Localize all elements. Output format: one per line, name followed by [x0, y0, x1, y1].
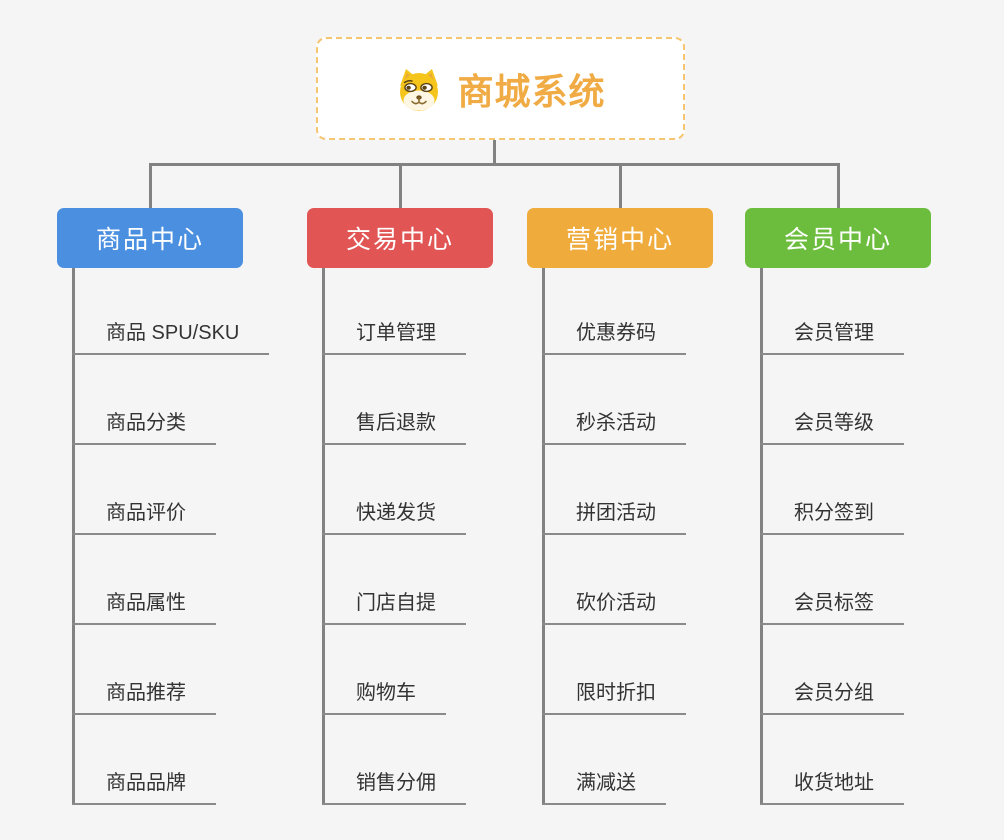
- subtopic-node[interactable]: 拼团活动: [542, 500, 686, 535]
- branch-drop-connector: [837, 163, 840, 208]
- branch-drop-connector: [619, 163, 622, 208]
- branch-trunk-line: [542, 268, 545, 804]
- branch-drop-connector: [149, 163, 152, 208]
- subtopic-node[interactable]: 销售分佣: [322, 770, 466, 805]
- subtopic-node[interactable]: 会员管理: [760, 320, 904, 355]
- root-topic-title: 商城系统: [457, 70, 606, 112]
- subtopic-node[interactable]: 门店自提: [322, 590, 466, 625]
- subtopic-node[interactable]: 满减送: [542, 770, 666, 805]
- subtopic-node[interactable]: 会员等级: [760, 410, 904, 445]
- subtopic-node[interactable]: 商品推荐: [72, 680, 216, 715]
- subtopic-node[interactable]: 会员分组: [760, 680, 904, 715]
- subtopic-node[interactable]: 砍价活动: [542, 590, 686, 625]
- branch-trunk-line: [760, 268, 763, 804]
- subtopic-node[interactable]: 会员标签: [760, 590, 904, 625]
- branch-node-3[interactable]: 营销中心: [527, 208, 713, 268]
- subtopic-node[interactable]: 商品评价: [72, 500, 216, 535]
- branch-drop-connector: [399, 163, 402, 208]
- branch-label: 会员中心: [783, 226, 892, 254]
- branch-rail-connector: [149, 163, 840, 166]
- root-stem-connector: [493, 140, 496, 166]
- subtopic-node[interactable]: 积分签到: [760, 500, 904, 535]
- branch-node-1[interactable]: 商品中心: [57, 208, 243, 268]
- subtopic-node[interactable]: 优惠券码: [542, 320, 686, 355]
- branch-trunk-line: [72, 268, 75, 804]
- branch-node-2[interactable]: 交易中心: [307, 208, 493, 268]
- subtopic-node[interactable]: 快递发货: [322, 500, 466, 535]
- subtopic-node[interactable]: 商品分类: [72, 410, 216, 445]
- subtopic-node[interactable]: 商品属性: [72, 590, 216, 625]
- subtopic-node[interactable]: 订单管理: [322, 320, 466, 355]
- branch-trunk-line: [322, 268, 325, 804]
- subtopic-node[interactable]: 商品 SPU/SKU: [72, 320, 270, 355]
- subtopic-node[interactable]: 秒杀活动: [542, 410, 686, 445]
- subtopic-node[interactable]: 限时折扣: [542, 680, 686, 715]
- branch-label: 营销中心: [565, 226, 674, 254]
- subtopic-node[interactable]: 商品品牌: [72, 770, 216, 805]
- branch-node-4[interactable]: 会员中心: [745, 208, 931, 268]
- branch-label: 交易中心: [345, 226, 454, 254]
- subtopic-node[interactable]: 售后退款: [322, 410, 466, 445]
- subtopic-node[interactable]: 购物车: [322, 680, 446, 715]
- doge-face-icon: [400, 68, 439, 111]
- branch-label: 商品中心: [95, 226, 204, 254]
- root-topic-node[interactable]: 商城系统: [316, 37, 685, 140]
- subtopic-node[interactable]: 收货地址: [760, 770, 904, 805]
